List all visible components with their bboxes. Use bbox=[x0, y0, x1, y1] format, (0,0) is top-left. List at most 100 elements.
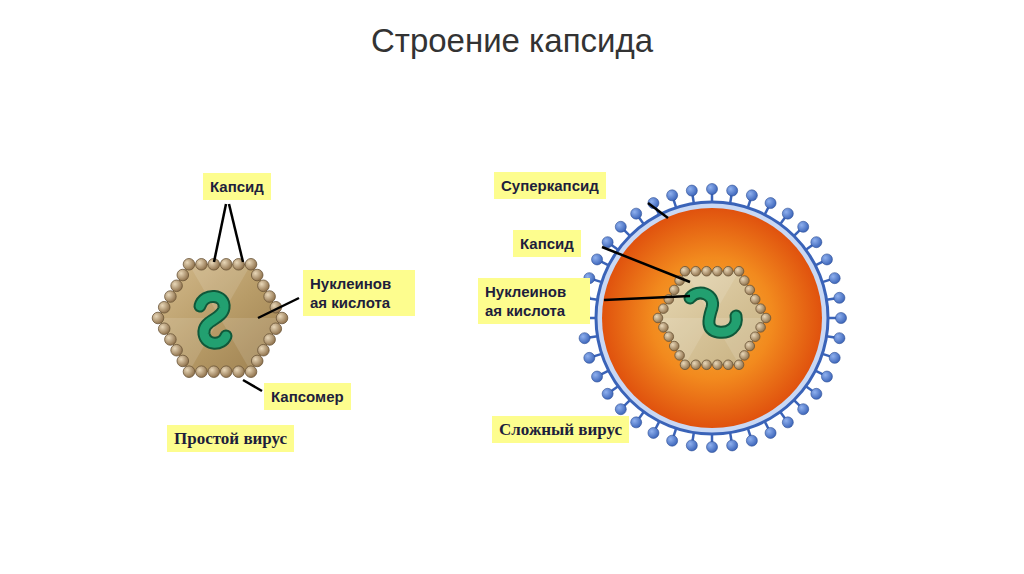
capsomer bbox=[245, 259, 257, 271]
capsomer bbox=[734, 266, 744, 276]
capsomer bbox=[165, 334, 177, 346]
label-text: Капсид bbox=[520, 234, 574, 253]
capsomer bbox=[264, 291, 276, 303]
capsomer bbox=[653, 313, 663, 323]
capsomer bbox=[675, 351, 685, 361]
capsomer bbox=[171, 280, 183, 292]
capsomer bbox=[177, 355, 189, 367]
capsomer bbox=[158, 301, 170, 313]
capsomer bbox=[723, 266, 733, 276]
spike-head bbox=[615, 221, 626, 232]
spike-head bbox=[631, 208, 642, 219]
spike-head bbox=[746, 190, 757, 201]
capsomer bbox=[745, 341, 755, 351]
capsomer bbox=[756, 323, 766, 333]
capsomer bbox=[750, 294, 760, 304]
simple-virus bbox=[152, 259, 288, 378]
capsomer bbox=[245, 366, 257, 378]
spike-head bbox=[765, 427, 776, 438]
slide-title: Строение капсида bbox=[0, 22, 1024, 60]
label-text: Суперкапсид bbox=[501, 176, 599, 195]
leader-line bbox=[648, 203, 668, 218]
leader-lines bbox=[214, 203, 690, 391]
caption-box: Простой вирус bbox=[167, 425, 294, 452]
capsomer bbox=[196, 259, 208, 271]
label-text: Простой вирус bbox=[174, 429, 287, 448]
capsomer bbox=[669, 285, 679, 295]
leader-line bbox=[604, 296, 690, 300]
capsomer bbox=[220, 259, 232, 271]
spike-head bbox=[631, 417, 642, 428]
caption-box: Сложный вирус bbox=[492, 416, 629, 443]
spike-head bbox=[686, 185, 697, 196]
leader-line bbox=[602, 247, 690, 282]
spike-head bbox=[829, 352, 840, 363]
spike-head bbox=[782, 208, 793, 219]
capsomer bbox=[220, 366, 232, 378]
spike-head bbox=[667, 435, 678, 446]
capsomer bbox=[745, 285, 755, 295]
spike-head bbox=[707, 442, 718, 453]
capsomer bbox=[761, 313, 771, 323]
label-text: Нуклеинов ая кислота bbox=[310, 274, 408, 312]
spike-head bbox=[834, 333, 845, 344]
capsomer bbox=[680, 360, 690, 370]
capsomer bbox=[165, 291, 177, 303]
supercapsid-membrane bbox=[596, 202, 828, 434]
capsomer bbox=[691, 266, 701, 276]
spike-head bbox=[811, 388, 822, 399]
capsomer bbox=[702, 266, 712, 276]
capsomer bbox=[251, 355, 263, 367]
capsomer bbox=[713, 266, 723, 276]
capsomer bbox=[750, 332, 760, 342]
spike-head bbox=[821, 254, 832, 265]
spike-head bbox=[602, 237, 613, 248]
spike-head bbox=[798, 221, 809, 232]
capsomer bbox=[669, 341, 679, 351]
spike-head bbox=[602, 388, 613, 399]
spike-head bbox=[834, 292, 845, 303]
spike-head bbox=[667, 190, 678, 201]
capsid-hexagon bbox=[158, 264, 282, 371]
spike-head bbox=[686, 440, 697, 451]
capsomer bbox=[183, 366, 195, 378]
capsomer bbox=[208, 366, 220, 378]
nucleic-acid-outline bbox=[690, 293, 736, 332]
capsomer bbox=[183, 259, 195, 271]
spike-head bbox=[836, 313, 847, 324]
capsomer bbox=[659, 304, 669, 314]
capsomer bbox=[276, 312, 288, 324]
capsomer bbox=[713, 360, 723, 370]
capsomer bbox=[740, 351, 750, 361]
label-box: Нуклеинов ая кислота bbox=[303, 270, 415, 316]
capsomer bbox=[258, 344, 270, 356]
spike-head bbox=[592, 371, 603, 382]
spike-head bbox=[727, 185, 738, 196]
capsomer bbox=[152, 312, 164, 324]
capsomer bbox=[659, 323, 669, 333]
complex-virus bbox=[578, 184, 847, 453]
spike-head bbox=[811, 237, 822, 248]
spike-head bbox=[798, 404, 809, 415]
capsomer bbox=[270, 323, 282, 335]
label-text: Капсид bbox=[210, 177, 264, 196]
capsomer bbox=[177, 269, 189, 281]
spike-head bbox=[727, 440, 738, 451]
leader-line bbox=[243, 380, 262, 391]
label-box: Капсид bbox=[203, 173, 271, 200]
spike-head bbox=[821, 371, 832, 382]
leader-line bbox=[229, 204, 243, 262]
matrix-sphere bbox=[602, 208, 822, 428]
label-text: Сложный вирус bbox=[499, 420, 622, 439]
spike-head bbox=[615, 404, 626, 415]
capsomer bbox=[171, 344, 183, 356]
spike-head bbox=[579, 333, 590, 344]
capsomer bbox=[734, 360, 744, 370]
capsomer bbox=[723, 360, 733, 370]
capsid-facet bbox=[220, 318, 282, 372]
capsomer bbox=[664, 332, 674, 342]
spike-head bbox=[746, 435, 757, 446]
spike-head bbox=[584, 352, 595, 363]
label-text: Капсомер bbox=[271, 387, 344, 406]
spike-head bbox=[592, 254, 603, 265]
